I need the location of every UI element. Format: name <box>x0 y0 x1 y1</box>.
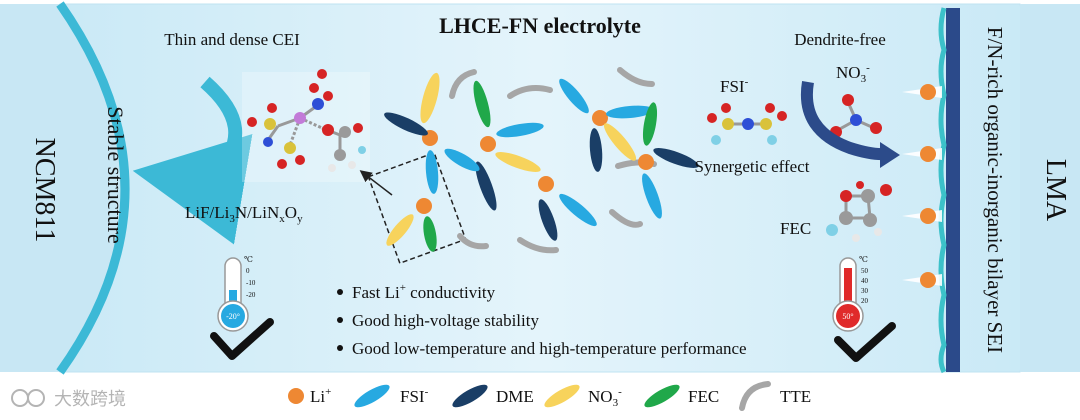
hot-thermometer-tick: 40 <box>861 277 869 285</box>
hot-thermometer-tick: 20 <box>861 297 869 305</box>
no3-label: NO3- <box>836 62 870 85</box>
hot-thermometer-tick: 50 <box>861 267 869 275</box>
hot-thermometer-unit: ℃ <box>859 255 868 264</box>
no3-anion <box>495 152 541 172</box>
dme-molecule <box>653 148 699 168</box>
hot-thermometer-value: 50° <box>842 312 853 321</box>
cold-thermometer: -20° ℃ 0 -10 -20 <box>217 255 256 332</box>
fsi-molecule <box>707 103 787 145</box>
fsi-anion <box>425 150 439 194</box>
cold-thermometer-tick: -10 <box>246 279 256 287</box>
watermark: 大数跨境 <box>11 389 126 410</box>
legend-swatch-fsi <box>354 384 390 408</box>
tte-molecule <box>449 69 477 99</box>
legend-swatch-li <box>288 388 304 404</box>
legend-swatch-fec <box>644 384 680 408</box>
dme-molecule <box>589 128 603 172</box>
cei-label: Thin and dense CEI <box>164 30 300 49</box>
feature-item-conductivity: Fast Li+ conductivity <box>352 282 496 302</box>
fsi-label: FSI- <box>720 76 749 96</box>
legend-label-fec: FEC <box>688 387 719 406</box>
tte-molecule <box>517 237 559 254</box>
cei-arrow <box>132 76 253 245</box>
fec-label: FEC <box>780 219 811 238</box>
tte-molecule <box>507 85 553 99</box>
dendrite-free-label: Dendrite-free <box>794 30 886 49</box>
cold-thermometer-tick: -20 <box>246 291 256 299</box>
li-ion <box>538 176 554 192</box>
legend-label-fsi: FSI- <box>400 386 429 406</box>
cei-species-label: LiF/Li3N/LiNxOy <box>185 203 303 225</box>
li-ion <box>592 110 608 126</box>
legend-label-tte: TTE <box>780 387 811 406</box>
stable-structure-label: Stable structure <box>103 106 128 243</box>
feature-item-voltage: Good high-voltage stability <box>352 311 539 330</box>
cathode-label: NCM811 <box>29 138 60 243</box>
cold-thermometer-unit: ℃ <box>244 255 253 264</box>
check-mark-left <box>210 318 274 360</box>
diagram-title: LHCE-FN electrolyte <box>439 13 641 38</box>
cold-thermometer-value: -20° <box>226 312 240 321</box>
legend-label-dme: DME <box>496 387 534 406</box>
fsi-anion <box>559 78 589 114</box>
fsi-anion <box>606 105 654 119</box>
legend-label-no3: NO3- <box>588 386 622 409</box>
tte-molecule <box>609 209 643 228</box>
legend-swatch-no3 <box>544 384 580 408</box>
watermark-text: 大数跨境 <box>54 389 126 410</box>
legend-swatch-dme <box>452 384 488 408</box>
anode-foil <box>946 8 960 372</box>
legend-label-li: Li+ <box>310 386 331 406</box>
hot-thermometer: 50° ℃ 50 40 30 20 <box>832 255 869 332</box>
fec-molecule <box>423 216 437 252</box>
synergy-arrow <box>800 81 886 161</box>
legend: Li+ FSI- DME NO3- FEC TTE <box>288 381 811 411</box>
cold-thermometer-tick: 0 <box>246 267 250 275</box>
tte-molecule <box>457 233 489 250</box>
synergetic-label: Synergetic effect <box>694 157 809 176</box>
dme-molecule <box>475 161 497 211</box>
legend-swatch-tte <box>739 381 771 411</box>
fec-molecule <box>826 181 892 242</box>
fsi-anion <box>496 122 544 138</box>
solvation-cluster-molecule <box>242 69 370 182</box>
li-ion <box>416 198 432 214</box>
hot-thermometer-tick: 30 <box>861 287 869 295</box>
electrolyte-species-field <box>384 67 699 254</box>
anode-region <box>1020 4 1080 372</box>
no3-anion <box>386 214 414 246</box>
dme-molecule <box>538 199 558 241</box>
dme-molecule <box>384 112 428 136</box>
cathode-region <box>0 4 125 372</box>
tte-molecule <box>617 67 655 87</box>
fsi-anion <box>642 173 662 219</box>
fec-molecule <box>642 102 658 146</box>
fec-molecule <box>473 80 491 128</box>
feature-list: Fast Li+ conductivity Good high-voltage … <box>337 282 747 358</box>
anode-label: LMA <box>1040 159 1071 222</box>
sei-label: F/N-rich organic-inorganic bilayer SEI <box>983 27 1007 353</box>
fsi-anion <box>444 148 480 172</box>
feature-item-temperature: Good low-temperature and high-temperatur… <box>352 339 747 358</box>
check-mark-right <box>834 322 896 362</box>
sei-layer <box>938 7 947 374</box>
li-deposition-cones <box>902 84 942 288</box>
li-ion <box>638 154 654 170</box>
no3-anion <box>420 72 440 124</box>
fsi-anion <box>559 193 597 227</box>
no3-molecule <box>830 94 882 138</box>
no3-anion <box>603 123 637 161</box>
cathode-edge <box>56 1 130 375</box>
li-ion <box>480 136 496 152</box>
